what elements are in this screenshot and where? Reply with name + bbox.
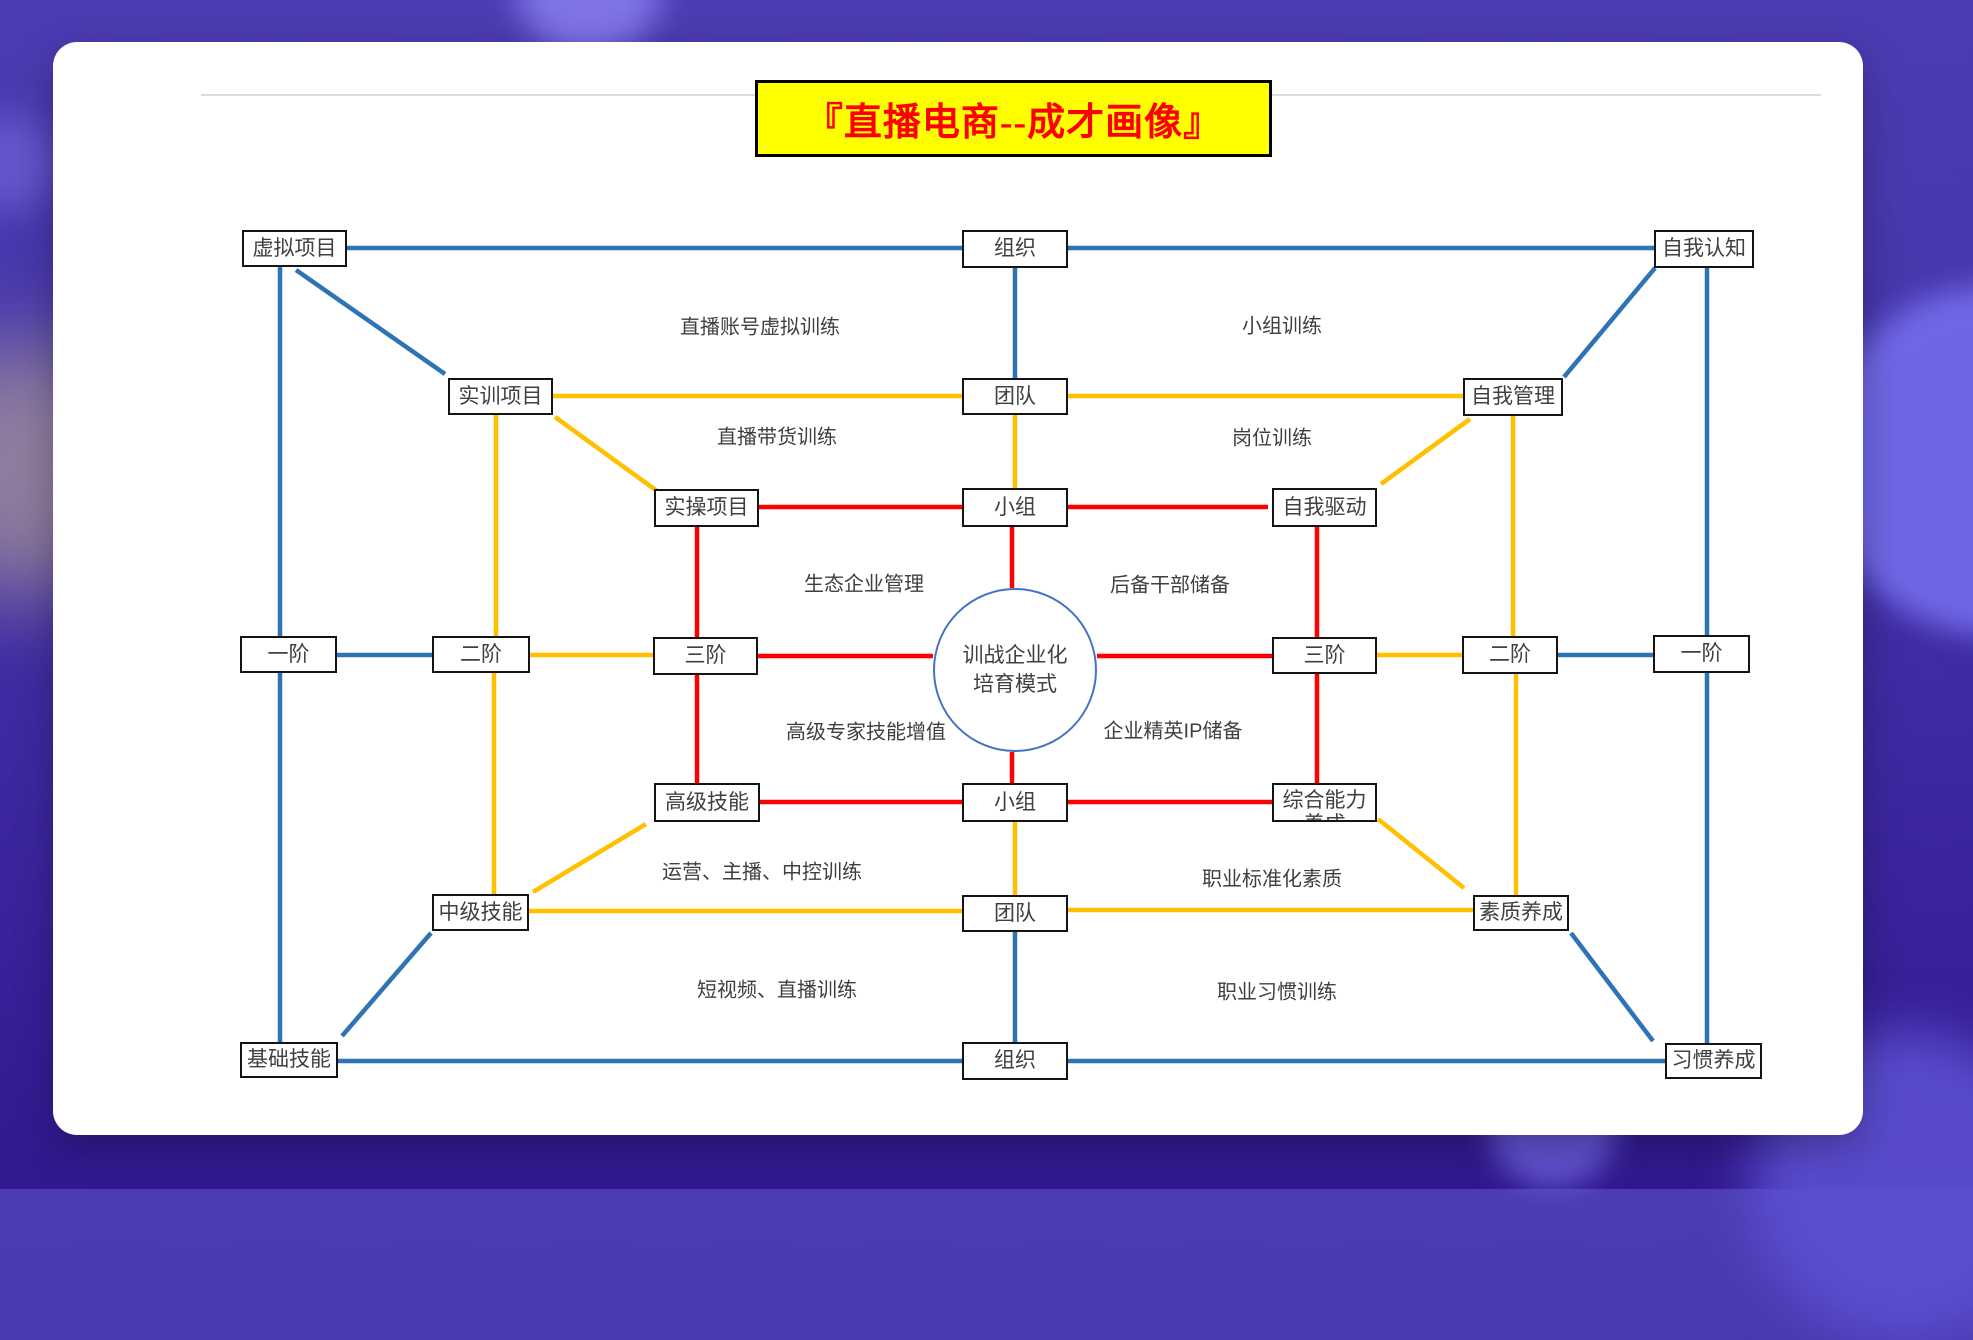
connector-yellow-28 — [553, 415, 659, 493]
slide-card — [53, 42, 1863, 1135]
center-circle-line1: 训战企业化 — [962, 644, 1068, 667]
node-organization-top: 组织 — [962, 230, 1068, 268]
node-stage2-right: 二阶 — [1462, 636, 1558, 674]
floating-label: 生态企业管理 — [804, 573, 924, 596]
connector-blue-12 — [294, 268, 447, 376]
node-label: 基础技能 — [247, 1048, 331, 1071]
connector-yellow-29 — [1379, 417, 1472, 486]
node-label: 二阶 — [1489, 643, 1531, 666]
floating-label: 高级专家技能增值 — [786, 721, 946, 744]
node-label: 三阶 — [684, 644, 727, 667]
node-label: 三阶 — [1303, 643, 1346, 667]
floating-label: 小组训练 — [1242, 315, 1322, 338]
node-organization-bottom: 组织 — [962, 1042, 1068, 1080]
node-label: 自我认知 — [1662, 237, 1746, 260]
node-label: 自我驱动 — [1282, 495, 1367, 519]
center-circle-line2: 培育模式 — [973, 673, 1057, 696]
node-label: 组织 — [994, 1049, 1036, 1072]
floating-label: 直播带货训练 — [717, 426, 837, 449]
node-label: 素质养成 — [1479, 901, 1563, 924]
connector-blue-14 — [340, 931, 433, 1038]
node-habit-cultivation: 习惯养成 — [1665, 1043, 1762, 1079]
slide-title: 『直播电商--成才画像』 — [804, 102, 1223, 144]
floating-label: 职业习惯训练 — [1217, 981, 1337, 1004]
node-label: 一阶 — [1680, 642, 1723, 665]
node-group-top: 小组 — [962, 488, 1068, 527]
diagram-stage: 『直播电商--成才画像』 虚拟项目组织自我认知实训项目团队自我管理实操项目小组自… — [240, 80, 1762, 1080]
slide-title-box: 『直播电商--成才画像』 — [755, 80, 1272, 157]
center-circle-node: 训战企业化 培育模式 — [933, 588, 1097, 752]
floating-label: 职业标准化素质 — [1202, 868, 1342, 891]
node-self-drive: 自我驱动 — [1272, 488, 1377, 527]
node-group-bottom: 小组 — [962, 783, 1068, 822]
floating-label: 岗位训练 — [1232, 427, 1312, 450]
node-label: 高级技能 — [665, 790, 749, 814]
node-stage1-right: 一阶 — [1653, 635, 1750, 673]
node-stage1-left: 一阶 — [240, 636, 337, 673]
floating-label: 后备干部储备 — [1110, 574, 1230, 597]
floating-label: 企业精英IP储备 — [1103, 720, 1243, 743]
connector-yellow-31 — [1376, 817, 1466, 890]
node-stage3-left: 三阶 — [653, 637, 758, 675]
node-advanced-skill: 高级技能 — [654, 783, 760, 822]
node-basic-skill: 基础技能 — [240, 1042, 338, 1078]
node-label: 综合能力 — [1282, 789, 1367, 812]
node-intermediate-skill: 中级技能 — [432, 894, 529, 931]
node-quality-cultivation: 素质养成 — [1473, 895, 1569, 931]
node-comprehensive-ability: 综合能力养成 — [1272, 783, 1377, 822]
node-stage3-right: 三阶 — [1272, 637, 1377, 674]
floating-label: 运营、主播、中控训练 — [662, 861, 862, 884]
node-self-management: 自我管理 — [1463, 378, 1563, 416]
node-label: 二阶 — [460, 642, 502, 666]
node-sublabel-clipped: 养成 — [1304, 813, 1346, 820]
node-stage2-left: 二阶 — [432, 636, 530, 673]
node-self-cognition: 自我认知 — [1654, 230, 1754, 268]
node-label: 实操项目 — [664, 496, 749, 519]
floating-label: 直播账号虚拟训练 — [680, 316, 840, 339]
node-label: 小组 — [994, 495, 1036, 519]
floating-label: 短视频、直播训练 — [697, 979, 857, 1002]
connector-yellow-30 — [531, 822, 648, 894]
node-label: 自我管理 — [1471, 385, 1555, 408]
node-team-bottom: 团队 — [962, 895, 1068, 932]
node-label: 虚拟项目 — [252, 236, 337, 260]
node-label: 小组 — [994, 790, 1036, 814]
connector-blue-13 — [1562, 266, 1657, 379]
node-training-project: 实训项目 — [448, 378, 553, 415]
node-label: 组织 — [994, 237, 1036, 260]
connector-blue-15 — [1569, 931, 1655, 1043]
node-practice-project: 实操项目 — [654, 489, 759, 527]
node-label: 团队 — [994, 384, 1036, 408]
node-label: 一阶 — [267, 642, 310, 666]
node-team-top: 团队 — [962, 378, 1068, 415]
node-label: 中级技能 — [438, 900, 523, 924]
node-label: 习惯养成 — [1671, 1049, 1756, 1072]
connector-lines-layer — [277, 245, 1710, 1064]
node-label: 团队 — [994, 901, 1036, 925]
node-label: 实训项目 — [458, 384, 543, 408]
node-virtual-project: 虚拟项目 — [242, 230, 347, 267]
